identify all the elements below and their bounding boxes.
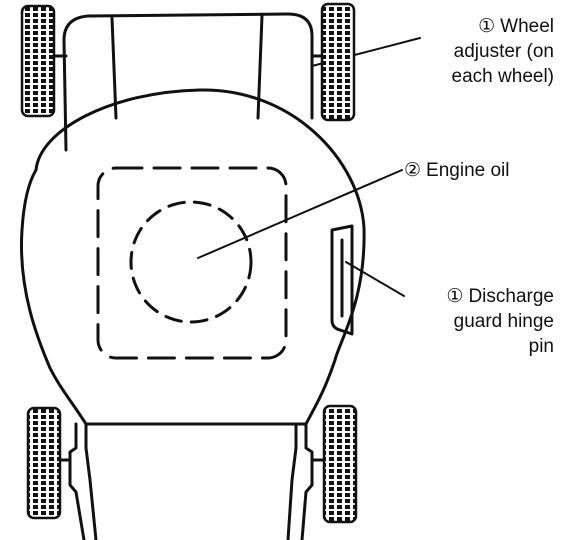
leader-engine-oil (197, 169, 403, 259)
wheel-front-right (322, 404, 358, 524)
callout-wheel-adjuster-line-2: adjuster (on (453, 41, 554, 62)
callout-discharge-pin-line-2: guard hinge (453, 311, 554, 332)
discharge-guard (330, 224, 354, 336)
callout-wheel-adjuster-line-3: each wheel) (451, 66, 554, 87)
wheel-front-left (26, 406, 62, 520)
callout-number: ② (404, 160, 422, 181)
callout-number: ① (478, 16, 496, 37)
front-handle-left (68, 422, 86, 540)
front-handle-right (300, 422, 314, 540)
engine-oil-cap-outline (129, 200, 253, 324)
rear-cover (62, 12, 314, 152)
callout-number: ① (446, 286, 464, 307)
wheel-rear-right (320, 2, 356, 122)
mower-deck (19, 88, 366, 426)
callout-discharge-pin-line-3: pin (528, 336, 554, 357)
leader-discharge-pin (345, 261, 405, 297)
front-handle-right-inner (286, 422, 298, 540)
wheel-rear-left (20, 4, 56, 118)
engine-outline (96, 166, 288, 360)
rear-cover-inner-right (256, 14, 264, 120)
front-handle-left-inner (84, 422, 98, 540)
rear-cover-inner-left (110, 16, 118, 120)
